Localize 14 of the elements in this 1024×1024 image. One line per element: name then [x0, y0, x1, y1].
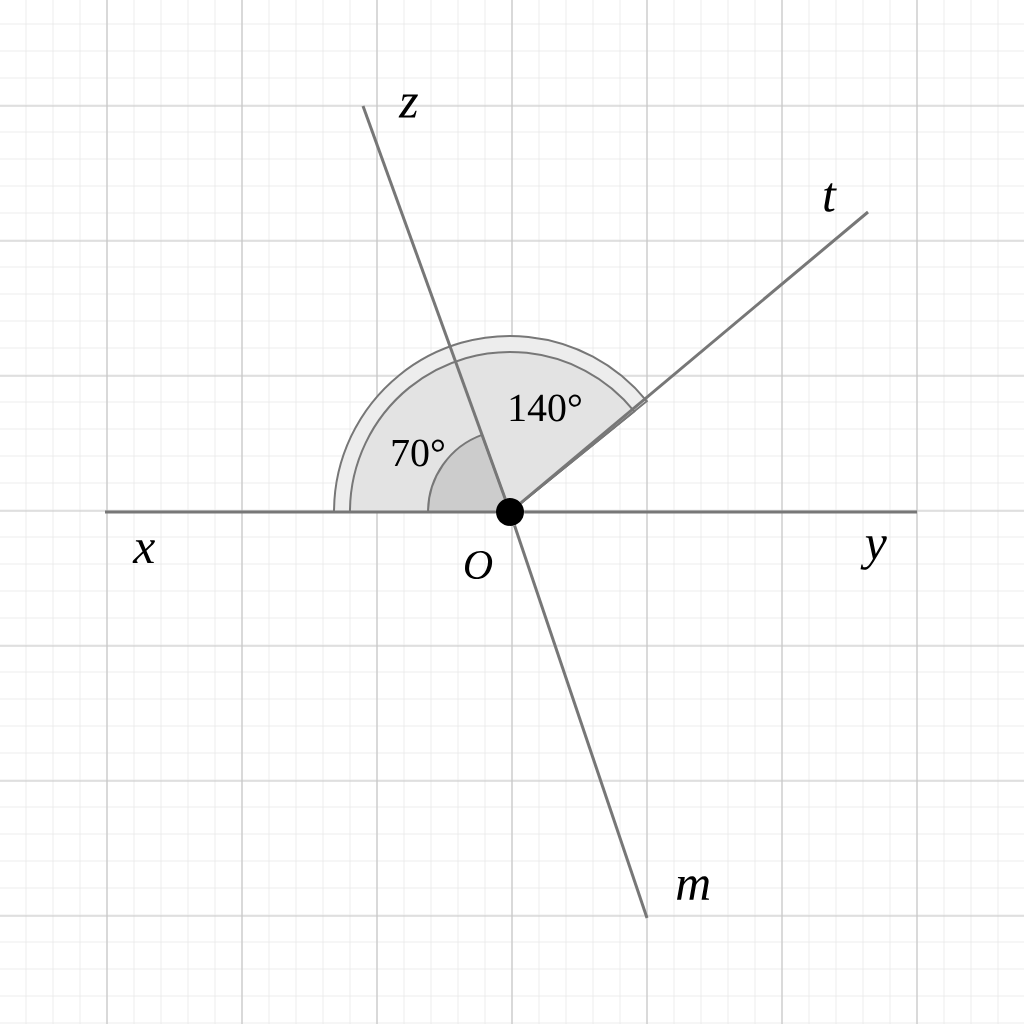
- ray-line: [361, 105, 507, 500]
- ray-line: [513, 524, 649, 919]
- ray-label: z: [398, 94, 418, 118]
- angle-label: 70°: [392, 439, 444, 467]
- ray-line: [105, 510, 496, 514]
- angle-label: 140°: [510, 394, 581, 422]
- ray-label: y: [860, 536, 887, 570]
- ray-label: t: [824, 183, 837, 212]
- point-label: O: [465, 550, 493, 580]
- point-dot: [496, 498, 524, 526]
- ray-line: [524, 510, 917, 514]
- ray-label: m: [677, 876, 710, 900]
- ray-label: x: [132, 540, 155, 564]
- ray-line: [519, 210, 869, 505]
